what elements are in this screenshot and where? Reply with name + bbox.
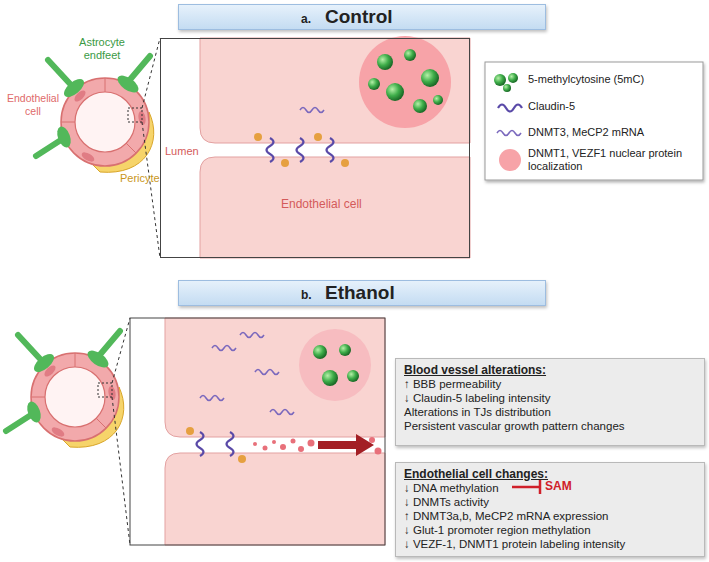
- box-item: ↑ BBB permeability: [404, 377, 696, 391]
- mrna-squiggle: [200, 396, 224, 401]
- methylcytosine-sphere: [421, 69, 439, 87]
- leak-particle: [298, 446, 304, 452]
- methylcytosine-sphere: [313, 345, 327, 359]
- panel-title: Control: [325, 6, 393, 28]
- legend-claudin: [498, 105, 522, 112]
- part-label: Endothelial cell: [2, 92, 64, 118]
- leak-arrow: [318, 434, 374, 456]
- box-item: ↓ Glut-1 promoter region methylation: [404, 523, 696, 537]
- endothelial-cell-lower: [165, 453, 385, 545]
- findings-box: Blood vessel alterations:↑ BBB permeabil…: [395, 358, 705, 446]
- inhibitor-label: SAM: [545, 480, 585, 493]
- part-label: Pericyte: [120, 172, 180, 185]
- legend-text: 5-methylcytosine (5mC): [528, 73, 698, 86]
- junction-protein: [186, 427, 194, 435]
- leak-particle: [253, 442, 257, 446]
- claudin-symbol: [227, 432, 234, 456]
- claudin-symbol: [197, 432, 204, 456]
- methylcytosine-sphere: [413, 99, 427, 113]
- box-item: Alterations in TJs distribution: [404, 405, 696, 419]
- methylcytosine-sphere: [377, 54, 393, 70]
- zoom-line: [112, 318, 130, 383]
- methylcytosine-sphere: [368, 78, 380, 90]
- ethanol-vessel: [6, 331, 124, 447]
- legend-text: Claudin-5: [528, 100, 698, 113]
- mrna-squiggle: [212, 346, 236, 351]
- leak-particle: [375, 448, 382, 455]
- methylcytosine-sphere: [386, 83, 404, 101]
- region-label: Lumen: [165, 145, 199, 157]
- claudin-symbol: [267, 138, 274, 162]
- zoom-inset: LumenEndothelial cell: [160, 38, 470, 258]
- legend-frame: [485, 62, 703, 180]
- box-item: Persistent vascular growth pattern chang…: [404, 419, 696, 433]
- panel-header: b. Ethanol: [178, 280, 546, 306]
- junction-protein: [238, 455, 246, 463]
- box-heading: Blood vessel alterations:: [404, 363, 696, 377]
- legend-sphere: [503, 84, 511, 92]
- box-heading: Endothelial cell changes:: [404, 467, 696, 481]
- panel-letter: b.: [301, 288, 312, 302]
- zoom-line: [112, 397, 130, 545]
- zoom-line: [142, 122, 160, 258]
- box-item: ↓ VEZF-1, DNMT1 protein labeling intensi…: [404, 537, 696, 551]
- methylcytosine-sphere: [347, 370, 359, 382]
- methylcytosine-sphere: [404, 49, 416, 61]
- junction-protein: [314, 133, 322, 141]
- leak-particle: [308, 440, 315, 447]
- junction-protein: [254, 133, 262, 141]
- methylcytosine-sphere: [322, 370, 338, 386]
- leak-particle: [369, 437, 375, 443]
- legend-swatch: [499, 149, 521, 171]
- leak-particle: [263, 446, 268, 451]
- leak-particle: [272, 440, 276, 444]
- endothelial-cell-lower: [200, 157, 470, 258]
- claudin-symbol: [297, 138, 304, 162]
- claudin-symbol: [327, 138, 334, 162]
- zoom-line: [142, 38, 160, 108]
- mrna-squiggle: [240, 333, 264, 338]
- nucleus: [299, 329, 371, 401]
- mrna-squiggle: [300, 108, 324, 113]
- inhibition-line: [512, 486, 540, 489]
- mrna-squiggle: [255, 370, 279, 375]
- junction-protein: [281, 159, 289, 167]
- box-item: ↓ Claudin-5 labeling intensity: [404, 391, 696, 405]
- junction-protein: [341, 159, 349, 167]
- legend-text: DNMT3, MeCP2 mRNA: [528, 126, 698, 139]
- panel-letter: a.: [301, 12, 311, 26]
- box-item: ↑ DNMT3a,b, MeCP2 mRNA expression: [404, 509, 696, 523]
- findings-box: Endothelial cell changes:↓ DNA methylati…: [395, 462, 705, 557]
- part-label: Astrocyte endfeet: [62, 36, 142, 62]
- mrna-squiggle: [270, 410, 294, 415]
- control-vessel: [36, 56, 154, 172]
- legend-sphere: [494, 74, 506, 86]
- leak-particle: [280, 444, 286, 450]
- leak-particle: [291, 439, 296, 444]
- endothelial-cell-upper: [165, 318, 385, 437]
- methylcytosine-sphere: [339, 344, 351, 356]
- nucleus: [359, 36, 451, 128]
- legend-text: DNMT1, VEZF1 nuclear protein localizatio…: [528, 147, 698, 173]
- legend-mrna: [497, 131, 521, 136]
- methylcytosine-sphere: [433, 95, 443, 105]
- cell-label: Endothelial cell: [281, 197, 362, 211]
- panel-title: Ethanol: [325, 282, 395, 304]
- inhibition-bar: [539, 480, 542, 494]
- box-item: ↓ DNMTs activity: [404, 495, 696, 509]
- panel-header: a. Control: [178, 4, 546, 30]
- legend-sphere: [508, 73, 518, 83]
- zoom-inset: [130, 318, 385, 545]
